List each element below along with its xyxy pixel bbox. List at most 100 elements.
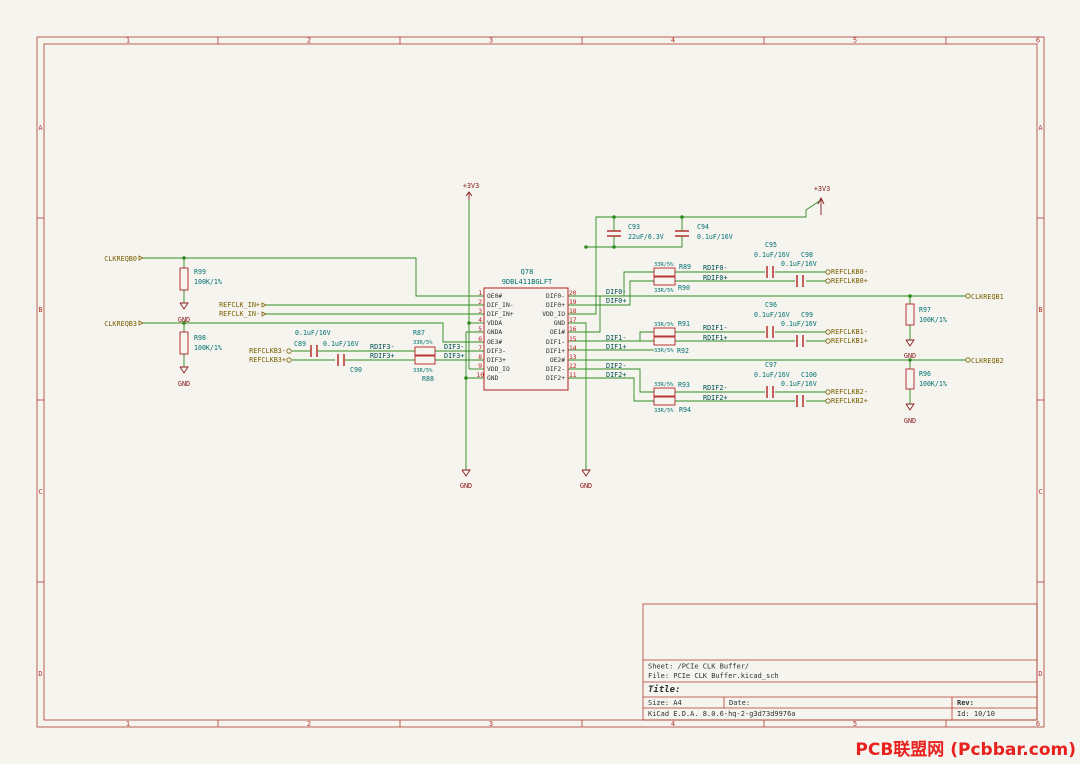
c90-value: 0.1uF/16V <box>323 340 359 348</box>
c93-value: 22uF/6.3V <box>628 233 664 241</box>
r97-value: 100K/1% <box>919 316 947 324</box>
r87-body[interactable] <box>414 346 436 356</box>
refclk-in-p-port-icon[interactable] <box>261 302 267 308</box>
c100-body[interactable] <box>796 395 804 407</box>
frame-col-2-top: 2 <box>307 37 311 45</box>
r99-body[interactable] <box>179 267 189 291</box>
tb-rev: Rev: <box>957 699 974 707</box>
refclkb0-m-port-icon[interactable] <box>825 269 831 275</box>
refclkb1-m-label[interactable]: REFCLKB1- <box>831 328 868 336</box>
frame-outer <box>36 36 1045 728</box>
r96-ref: R96 <box>919 370 931 378</box>
refclkb1-p-port-icon[interactable] <box>825 338 831 344</box>
clkreqb0-label[interactable]: CLKREQB0 <box>104 255 137 263</box>
clkreqb2-label[interactable]: CLKREQB2 <box>971 357 1004 365</box>
wires <box>143 199 966 470</box>
r98-body[interactable] <box>179 331 189 355</box>
refclkb3-p-label[interactable]: REFCLKB3+ <box>249 356 286 364</box>
ic-pin-11-num: 11 <box>569 372 577 379</box>
ic-pin-3-name: DIF_IN+ <box>487 311 514 318</box>
c95-ref: C95 <box>765 241 777 249</box>
c89-value: 0.1uF/16V <box>295 329 331 337</box>
r89-ref: R89 <box>679 263 691 271</box>
c97-body[interactable] <box>766 386 774 398</box>
clkreqb1-port-icon[interactable] <box>965 293 971 299</box>
gnd-left-icon <box>461 469 471 477</box>
c96-body[interactable] <box>766 326 774 338</box>
c89-body[interactable] <box>310 345 318 357</box>
ic-pin-1-name: OE0# <box>487 293 502 300</box>
hier-labels: CLKREQB0 CLKREQB3 CLKREQB1 CLKREQB2 REFC… <box>104 255 1004 405</box>
refclkb2-p-port-icon[interactable] <box>825 398 831 404</box>
tb-file: File: PCIe CLK Buffer.kicad_sch <box>648 672 779 680</box>
r92-body[interactable] <box>653 336 676 346</box>
refclkb0-m-label[interactable]: REFCLKB0- <box>831 268 868 276</box>
ic-q78[interactable]: Q78 9DBL411BGLFT OE0# DIF_IN- DIF_IN+ VD… <box>476 268 577 391</box>
refclkb0-p-port-icon[interactable] <box>825 278 831 284</box>
resistor-labels: R99 100K/1% R98 100K/1% R97 100K/1% R96 … <box>194 262 947 414</box>
c98-body[interactable] <box>796 275 804 287</box>
clkreqb0-port-icon[interactable] <box>138 255 144 261</box>
ic-pin-15-num: 15 <box>569 336 577 343</box>
ic-pin-4-name: VDDA <box>487 320 502 327</box>
refclkb1-p-label[interactable]: REFCLKB1+ <box>831 337 868 345</box>
gnd-r96-label: GND <box>904 417 916 425</box>
frame-col-1-top: 1 <box>126 37 130 45</box>
c95-body[interactable] <box>766 266 774 278</box>
clkreqb2-port-icon[interactable] <box>965 357 971 363</box>
clkreqb3-label[interactable]: CLKREQB3 <box>104 320 137 328</box>
r87-ref: R87 <box>413 329 425 337</box>
refclk-in-p-label[interactable]: REFCLK_IN+ <box>219 301 260 309</box>
refclkb3-p-port-icon[interactable] <box>286 357 292 363</box>
ic-pin-16-num: 16 <box>569 326 577 333</box>
c90-body[interactable] <box>337 354 345 366</box>
refclk-in-m-label[interactable]: REFCLK_IN- <box>219 310 260 318</box>
r90-body[interactable] <box>653 276 676 286</box>
r97-body[interactable] <box>905 303 915 326</box>
c99-value: 0.1uF/16V <box>781 320 817 328</box>
clkreqb3-port-icon[interactable] <box>138 320 144 326</box>
refclkb2-m-label[interactable]: REFCLKB2- <box>831 388 868 396</box>
r96-body[interactable] <box>905 368 915 390</box>
refclkb3-m-label[interactable]: REFCLKB3- <box>249 347 286 355</box>
r89-value: 33R/5% <box>654 262 674 268</box>
ic-pin-12-name: DIF2- <box>546 366 565 373</box>
ic-q78-ref: Q78 <box>521 268 534 276</box>
net-rdif2p: RDIF2+ <box>703 394 728 402</box>
refclkb2-m-port-icon[interactable] <box>825 389 831 395</box>
refclkb0-p-label[interactable]: REFCLKB0+ <box>831 277 868 285</box>
r88-body[interactable] <box>414 355 436 365</box>
clkreqb1-label[interactable]: CLKREQB1 <box>971 293 1004 301</box>
refclkb2-p-label[interactable]: REFCLKB2+ <box>831 397 868 405</box>
refclkb1-m-port-icon[interactable] <box>825 329 831 335</box>
refclk-in-m-port-icon[interactable] <box>261 311 267 317</box>
c99-body[interactable] <box>796 335 804 347</box>
r91-body[interactable] <box>653 327 676 337</box>
r89-body[interactable] <box>653 267 676 277</box>
frame-labels: 1 2 3 4 5 6 1 2 3 4 5 6 A B C D A B C D <box>38 37 1043 729</box>
ic-pin-12-num: 12 <box>569 363 577 370</box>
net-dif1m: DIF1- <box>606 334 626 342</box>
frame-col-5-bottom: 5 <box>853 720 857 728</box>
junctions <box>182 215 912 380</box>
ic-pin-20-num: 20 <box>569 290 577 297</box>
gnd-r97-label: GND <box>904 352 916 360</box>
ic-q78-body <box>483 287 569 391</box>
r93-body[interactable] <box>653 387 676 397</box>
c94-ref: C94 <box>697 223 709 231</box>
drawing-frame <box>36 36 1045 728</box>
r87-value: 33R/5% <box>413 340 433 346</box>
net-dif3p: DIF3+ <box>444 352 464 360</box>
ic-pin-19-num: 19 <box>569 299 577 306</box>
r98-value: 100K/1% <box>194 344 222 352</box>
gnd-r99-label: GND <box>178 316 190 324</box>
net-dif0m: DIF0- <box>606 288 626 296</box>
r94-body[interactable] <box>653 396 676 406</box>
ic-pin-14-num: 14 <box>569 345 577 352</box>
frame-col-3-bottom: 3 <box>489 720 493 728</box>
frame-col-4-top: 4 <box>671 37 675 45</box>
net-dif2p: DIF2+ <box>606 371 626 379</box>
refclkb3-m-port-icon[interactable] <box>286 348 292 354</box>
ic-pin-6-num: 6 <box>478 336 482 343</box>
ic-pin-6-name: OE3# <box>487 339 502 346</box>
